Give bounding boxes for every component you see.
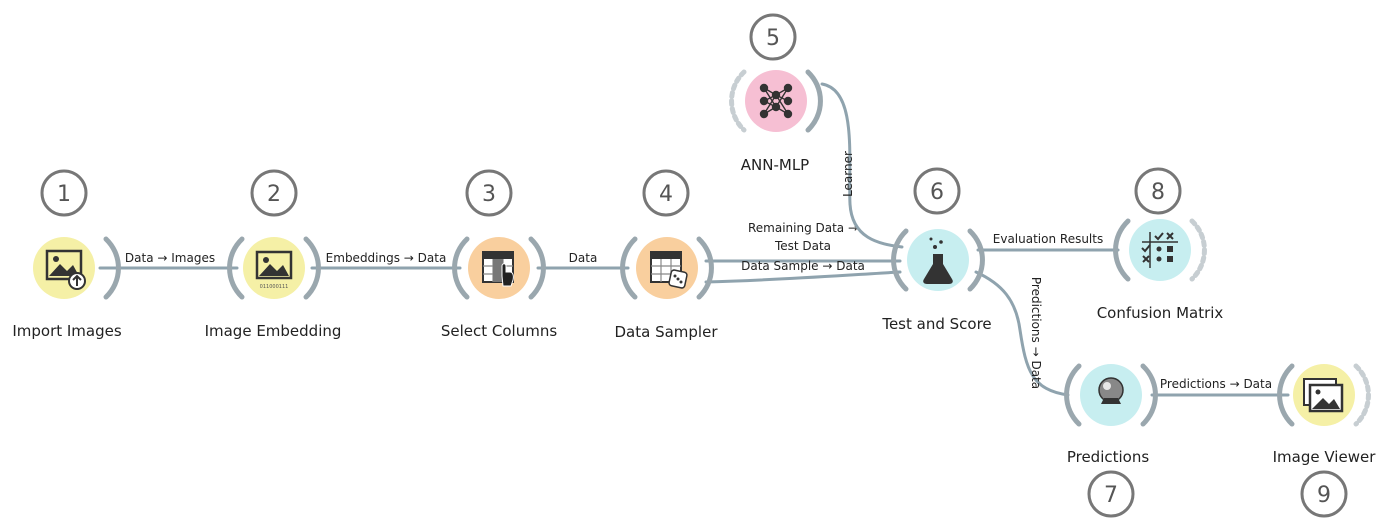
- image-icon: [255, 250, 293, 280]
- step-badge: [642, 169, 690, 217]
- links: Data → Images Embeddings → Data Data Rem…: [98, 82, 1290, 397]
- step-number: 9: [1317, 483, 1331, 508]
- input-bracket[interactable]: [1277, 363, 1295, 427]
- widget-data-sampler[interactable]: Data Sampler 4: [615, 169, 719, 341]
- step-number: 7: [1104, 483, 1118, 508]
- widget-confusion-matrix[interactable]: Confusion Matrix 8: [1097, 167, 1224, 322]
- select-columns-icon: [482, 251, 514, 287]
- link-label-predictions-to-viewer: Predictions → Data: [1160, 377, 1272, 391]
- link-label-data-sample: Data Sample → Data: [741, 259, 865, 273]
- step-number: 1: [57, 182, 71, 207]
- step-badge: [1087, 470, 1135, 518]
- step-badge: [465, 169, 513, 217]
- step-number: 4: [659, 182, 673, 207]
- link-label-predictions-out: Predictions → Data: [1029, 277, 1043, 389]
- step-badge: [250, 169, 298, 217]
- step-number: 2: [267, 182, 281, 207]
- input-bracket[interactable]: [227, 236, 245, 300]
- widget-label: Test and Score: [881, 315, 991, 333]
- widget-image-embedding[interactable]: 011000111 Image Embedding 2: [205, 169, 342, 340]
- widget-select-columns[interactable]: Select Columns 3: [441, 169, 557, 340]
- output-bracket[interactable]: [967, 228, 985, 292]
- step-badge: [913, 167, 961, 215]
- widget-import-images[interactable]: Import Images 1: [12, 169, 122, 340]
- output-bracket: [1353, 363, 1371, 427]
- output-bracket[interactable]: [1140, 363, 1158, 427]
- widget-label: Select Columns: [441, 322, 557, 340]
- widget-test-and-score[interactable]: Test and Score 6: [881, 167, 992, 333]
- link-label-evaluation: Evaluation Results: [993, 232, 1103, 246]
- step-badge: [749, 13, 797, 61]
- link-label-embedding-to-select: Embeddings → Data: [326, 251, 447, 265]
- binary-subtext: 011000111: [260, 284, 289, 290]
- output-bracket: [1189, 218, 1207, 282]
- step-badge: [1134, 167, 1182, 215]
- input-bracket[interactable]: [452, 236, 470, 300]
- image-viewer-icon: [1303, 378, 1344, 413]
- widget-label: ANN-MLP: [741, 156, 809, 174]
- step-number: 6: [930, 180, 944, 205]
- widget-label: Predictions: [1067, 448, 1150, 466]
- output-bracket[interactable]: [528, 236, 546, 300]
- widget-label: Data Sampler: [615, 323, 719, 341]
- crystal-ball-icon: [1098, 377, 1124, 404]
- widget-label: Confusion Matrix: [1097, 304, 1224, 322]
- node-bg: [745, 70, 807, 132]
- widget-image-viewer[interactable]: Image Viewer 9: [1273, 363, 1377, 518]
- widget-ann-mlp[interactable]: ANN-MLP 5: [729, 13, 823, 174]
- step-number: 3: [482, 182, 496, 207]
- widget-label: Image Embedding: [205, 322, 342, 340]
- link-label-import-to-embedding: Data → Images: [125, 251, 215, 265]
- output-bracket[interactable]: [696, 236, 714, 300]
- step-number: 5: [766, 26, 780, 51]
- link-data-sample[interactable]: [704, 270, 902, 284]
- widget-predictions[interactable]: Predictions 7: [1064, 363, 1158, 518]
- image-upload-icon: [45, 249, 86, 290]
- link-label-remaining-line2: Test Data: [774, 239, 831, 253]
- widget-label: Image Viewer: [1273, 448, 1377, 466]
- input-bracket[interactable]: [620, 236, 638, 300]
- input-bracket[interactable]: [1064, 363, 1082, 427]
- flask-icon: [923, 237, 953, 284]
- step-number: 8: [1151, 180, 1165, 205]
- output-bracket[interactable]: [805, 69, 823, 133]
- input-bracket[interactable]: [891, 228, 909, 292]
- confusion-matrix-icon: [1141, 232, 1178, 268]
- data-sampler-icon: [650, 251, 688, 289]
- input-bracket[interactable]: [1113, 218, 1131, 282]
- link-label-select-to-sampler: Data: [569, 251, 598, 265]
- widget-label: Import Images: [12, 322, 122, 340]
- output-bracket[interactable]: [103, 236, 121, 300]
- link-learner[interactable]: [820, 82, 904, 249]
- step-badge: [40, 169, 88, 217]
- input-bracket: [729, 69, 747, 133]
- link-predictions-out[interactable]: [974, 270, 1070, 397]
- neural-network-icon: [759, 83, 793, 119]
- output-bracket[interactable]: [303, 236, 321, 300]
- link-label-remaining-line1: Remaining Data →: [748, 221, 858, 235]
- step-badge: [1300, 470, 1348, 518]
- link-label-learner: Learner: [841, 151, 855, 197]
